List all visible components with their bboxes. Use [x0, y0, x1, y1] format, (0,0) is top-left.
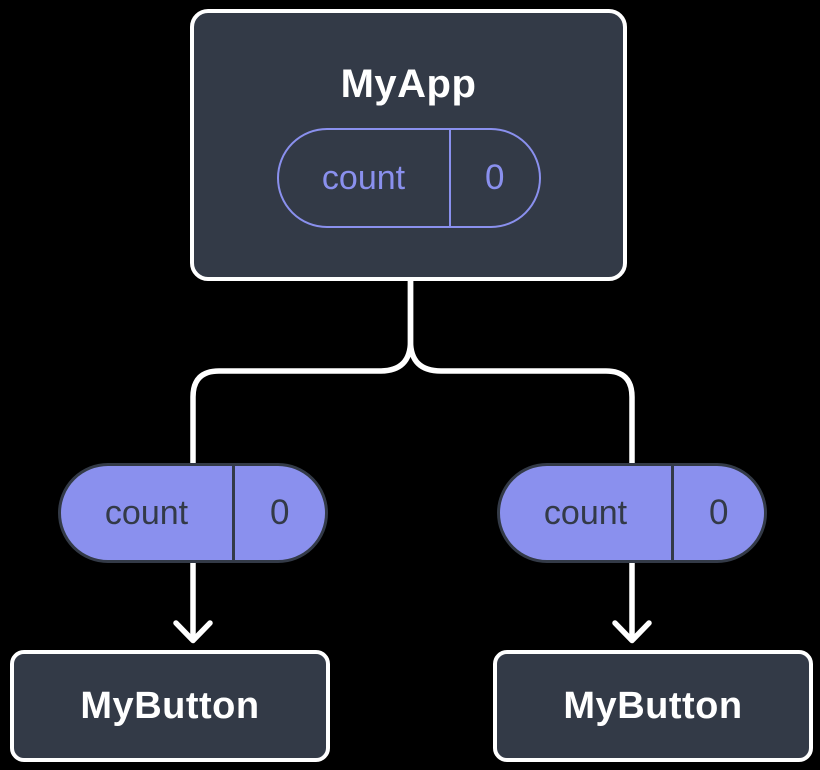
child-component-node-left: MyButton: [10, 650, 330, 762]
prop-pill-right: count 0: [497, 463, 767, 563]
connector-left-branch: [190, 276, 414, 639]
arrowhead-down-left-icon: [173, 620, 213, 644]
prop-value-label: 0: [270, 493, 290, 532]
state-value-label: 0: [485, 158, 505, 197]
prop-pill-divider: [671, 466, 674, 560]
root-component-node: MyApp count 0: [190, 9, 627, 281]
child-component-title: MyButton: [80, 684, 260, 727]
arrowhead-down-right-icon: [612, 620, 652, 644]
state-name-label: count: [321, 158, 406, 197]
prop-pill-left: count 0: [58, 463, 328, 563]
prop-name-label: count: [543, 493, 628, 532]
child-component-node-right: MyButton: [493, 650, 813, 762]
root-state-pill: count 0: [276, 128, 541, 228]
connector-right-branch: [407, 276, 635, 639]
prop-value-label: 0: [709, 493, 729, 532]
prop-pill-divider: [232, 466, 235, 560]
prop-name-label: count: [104, 493, 189, 532]
child-component-title: MyButton: [563, 684, 743, 727]
root-component-title: MyApp: [340, 62, 477, 106]
state-pill-divider: [448, 130, 451, 226]
